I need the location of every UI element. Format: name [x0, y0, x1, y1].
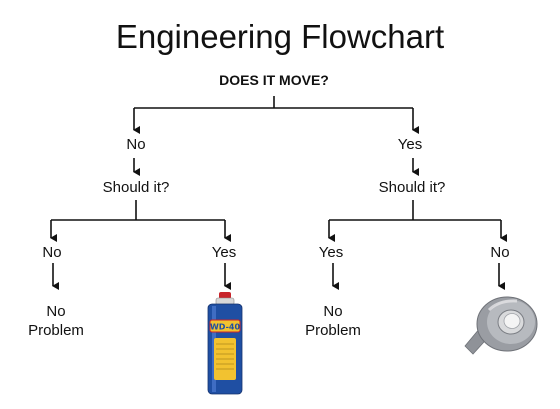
- answer-left-no: No: [42, 244, 62, 261]
- answer-yes: Yes: [397, 136, 423, 153]
- answer-left-yes: Yes: [211, 244, 237, 261]
- answer-right-yes: Yes: [318, 244, 344, 261]
- page-title: Engineering Flowchart: [115, 18, 445, 55]
- root-question: DOES IT MOVE?: [219, 72, 329, 88]
- wd40-can-icon: WD-40: [203, 292, 247, 396]
- wd40-brand-text: WD-40: [210, 323, 241, 332]
- outcome-no-problem-right: No Problem: [305, 302, 361, 340]
- duct-tape-icon: [459, 292, 541, 356]
- outcome-line-2: Problem: [305, 322, 361, 339]
- answer-right-no: No: [490, 244, 510, 261]
- outcome-line-1: No: [323, 303, 343, 320]
- answer-no: No: [126, 136, 146, 153]
- outcome-line-2: Problem: [28, 322, 84, 339]
- outcome-line-1: No: [46, 303, 66, 320]
- question-should-it-left: Should it?: [102, 179, 170, 196]
- question-should-it-right: Should it?: [378, 179, 446, 196]
- outcome-no-problem-left: No Problem: [28, 302, 84, 340]
